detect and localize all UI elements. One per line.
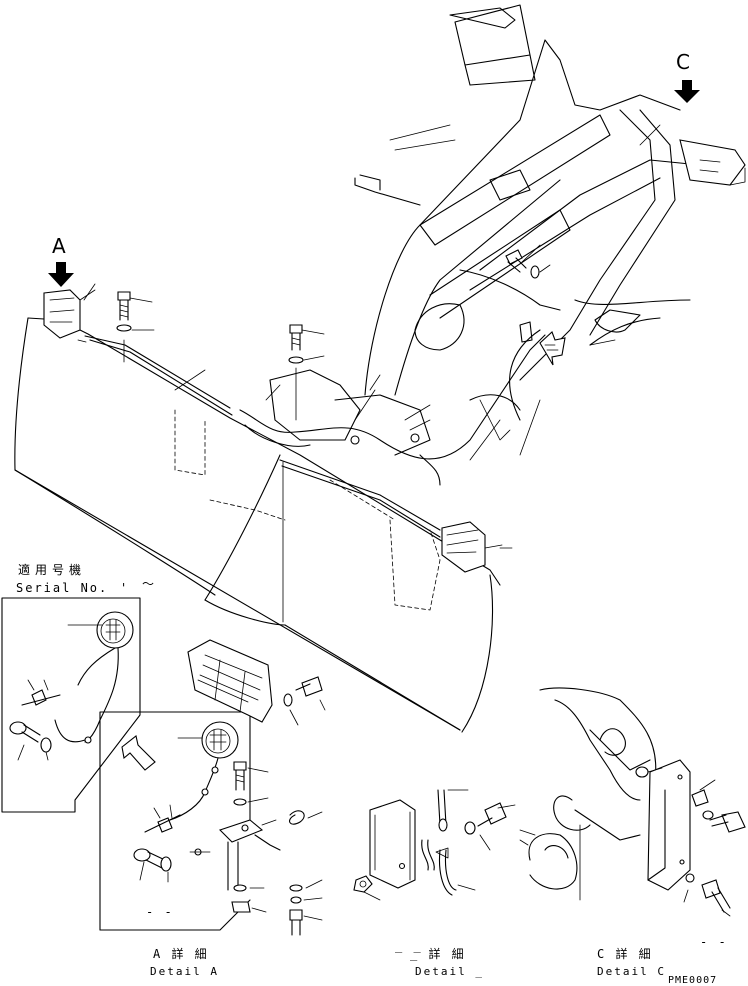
view-label-c: C <box>676 50 690 74</box>
view-label-a: A <box>52 234 66 258</box>
stray-mark-a: - - <box>146 905 174 919</box>
detail-c-title-en: Detail C <box>597 965 666 978</box>
stray-mark-mid: _ _ <box>395 939 423 953</box>
arrow-c <box>674 80 700 103</box>
bolt-left-blade <box>117 292 154 362</box>
detail-mid-title-en: Detail _ <box>415 965 484 978</box>
arrow-a <box>48 262 74 287</box>
detail-c-title-jp: C 詳 細 <box>597 947 653 961</box>
dozer-blade <box>15 318 500 732</box>
detail-c-view <box>520 688 745 916</box>
serial-heading: 適用号機 <box>18 563 87 577</box>
detail-a-title-jp: A 詳 細 <box>153 947 209 961</box>
bolt-frame <box>506 245 550 278</box>
lamp-guard-left <box>44 290 95 342</box>
lamp-bracket-center <box>270 370 440 485</box>
serial-tilde: ～ <box>142 577 157 591</box>
detail-a-view <box>100 640 325 935</box>
stray-mark-c: - - <box>700 935 728 949</box>
detail-mid-view <box>354 790 515 900</box>
serial-label: Serial No. <box>16 581 109 595</box>
serial-tick: ' <box>120 581 130 595</box>
serial-inset <box>2 598 155 812</box>
main-assembly-view <box>15 5 745 732</box>
wiring-harness <box>240 335 545 459</box>
drawing-code: PME0007 <box>668 975 718 986</box>
indicator-arrow-main <box>540 332 565 365</box>
detail-a-title-en: Detail A <box>150 965 219 978</box>
bolt-center <box>289 325 324 420</box>
lift-frame <box>355 5 745 460</box>
detail-mid-title-jp: _ 詳 細 <box>410 947 466 961</box>
lamp-guard-right <box>442 522 502 572</box>
